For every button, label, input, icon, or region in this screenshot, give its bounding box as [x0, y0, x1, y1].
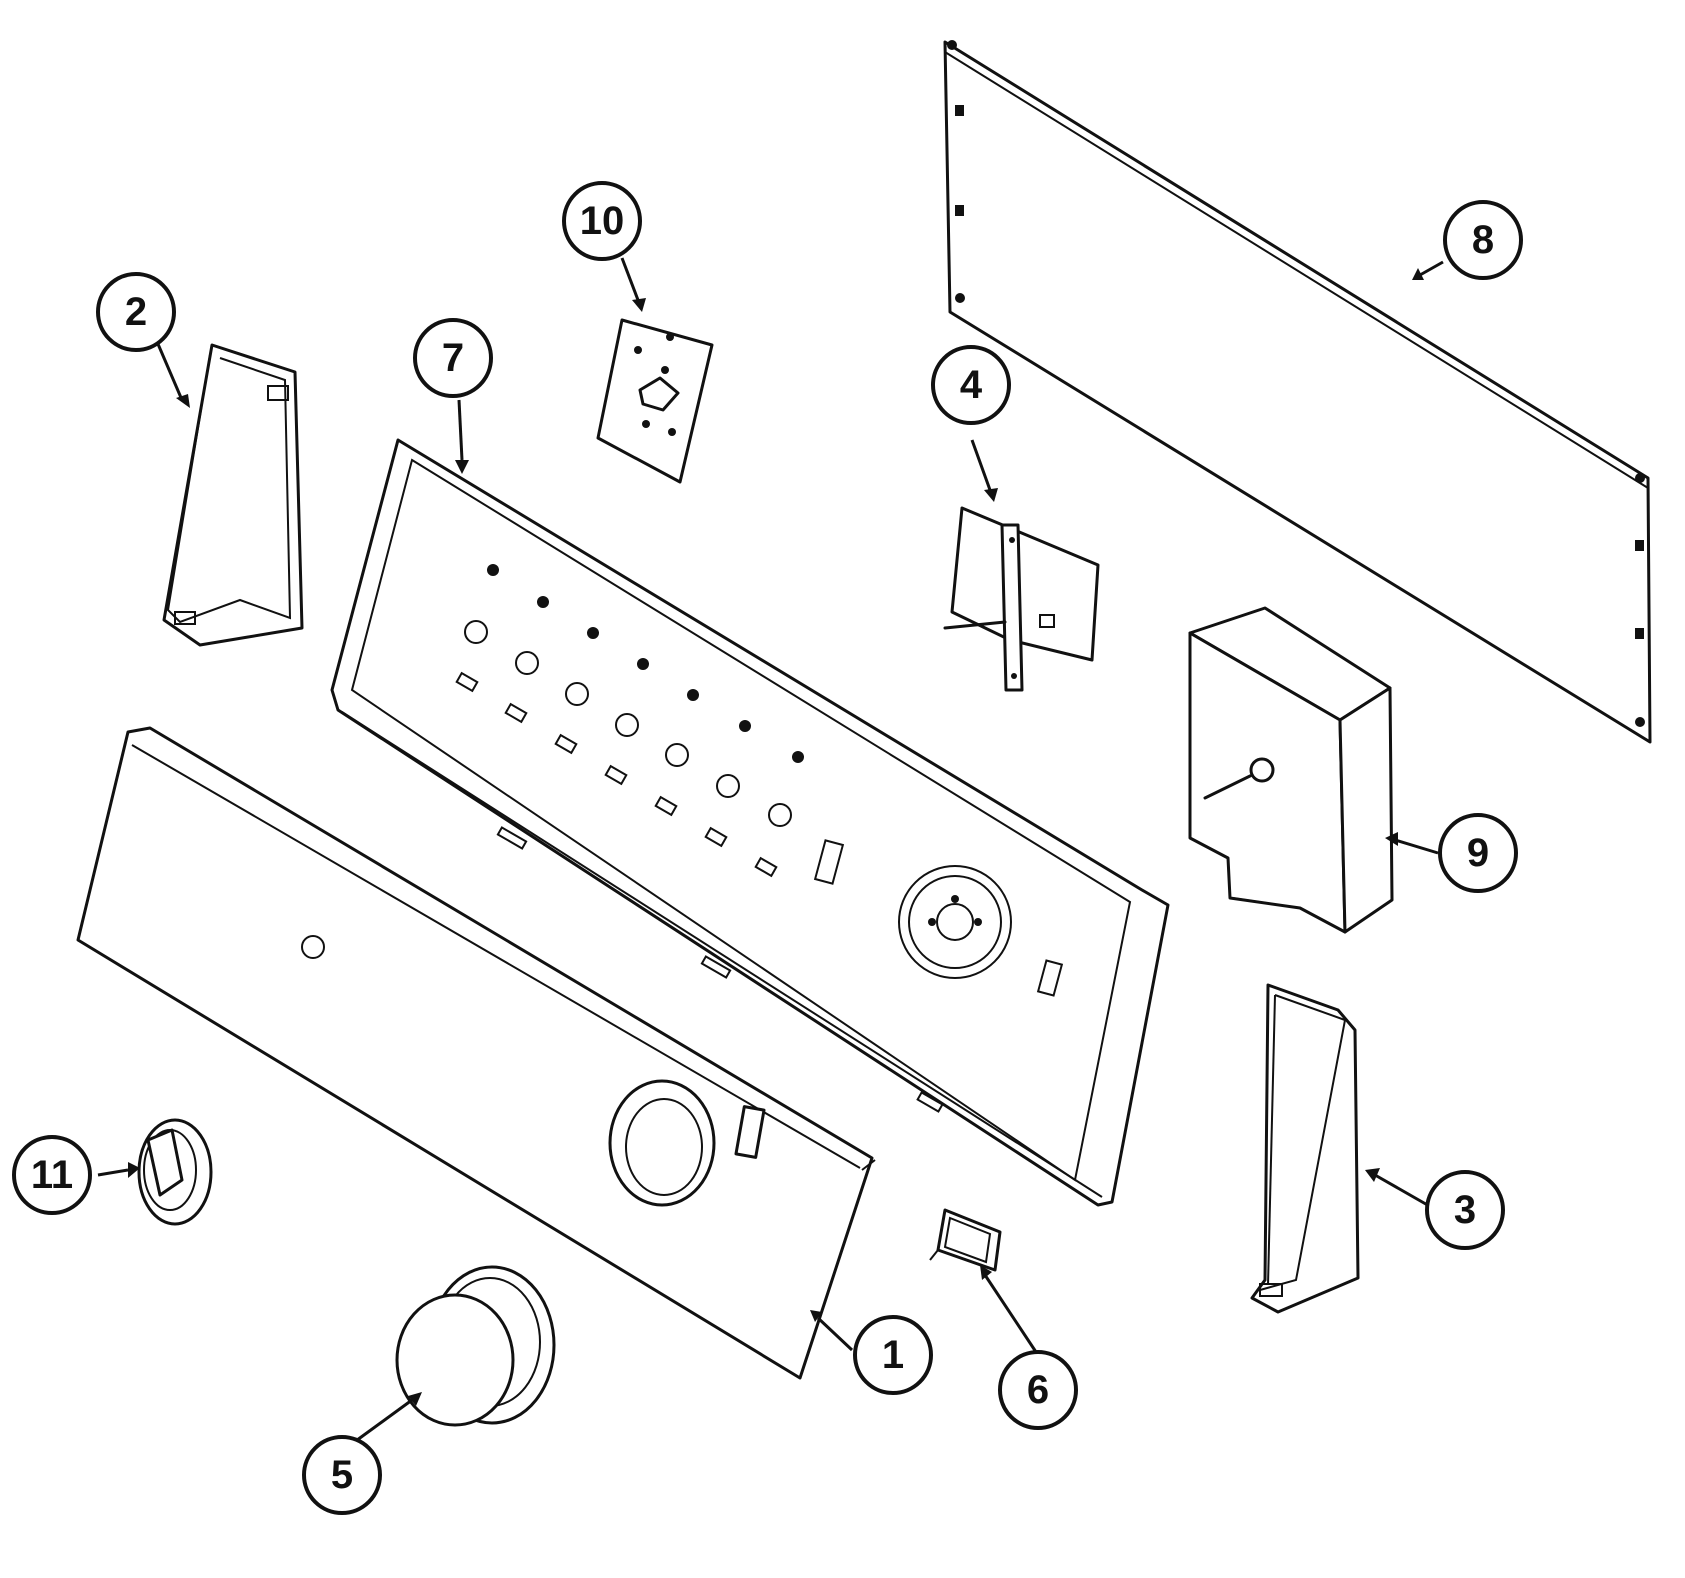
callout-4: 4 — [931, 345, 1011, 425]
callout-label-3: 3 — [1454, 1188, 1476, 1232]
callout-10: 10 — [562, 181, 642, 261]
callout-label-5: 5 — [331, 1453, 353, 1497]
callout-6: 6 — [998, 1350, 1078, 1430]
part-large-knob — [395, 1265, 556, 1427]
part-rear-panel — [943, 40, 1652, 744]
part-small-knob — [137, 1118, 213, 1226]
callout-8: 8 — [1443, 200, 1523, 280]
part-mounting-plate — [596, 318, 714, 484]
callout-label-10: 10 — [580, 199, 625, 243]
leader-lines — [97, 257, 1444, 1445]
callout-label-4: 4 — [960, 363, 983, 407]
front-panel-dial-ring — [608, 1079, 716, 1207]
part-selector-switch — [943, 506, 1100, 692]
console-holes — [455, 564, 1064, 997]
part-rocker-switch — [929, 1208, 1002, 1272]
callout-11: 11 — [12, 1135, 92, 1215]
part-left-end-cap — [162, 343, 304, 647]
callout-1: 1 — [853, 1315, 933, 1395]
callout-label-8: 8 — [1472, 218, 1494, 262]
callout-label-9: 9 — [1467, 831, 1489, 875]
callout-7: 7 — [413, 318, 493, 398]
callout-3: 3 — [1425, 1170, 1505, 1250]
callout-label-6: 6 — [1027, 1368, 1049, 1412]
part-timer-box — [1188, 606, 1394, 934]
callout-label-11: 11 — [31, 1153, 73, 1197]
callout-label-2: 2 — [125, 290, 147, 334]
part-right-end-cap — [1250, 983, 1360, 1314]
part-front-panel — [76, 726, 944, 1380]
callout-2: 2 — [96, 272, 176, 352]
callout-label-1: 1 — [882, 1333, 904, 1377]
console-dial-opening — [898, 865, 1012, 979]
callout-9: 9 — [1438, 813, 1518, 893]
part-control-console — [330, 438, 1170, 1207]
callout-label-7: 7 — [442, 336, 464, 380]
callout-5: 5 — [302, 1435, 382, 1515]
